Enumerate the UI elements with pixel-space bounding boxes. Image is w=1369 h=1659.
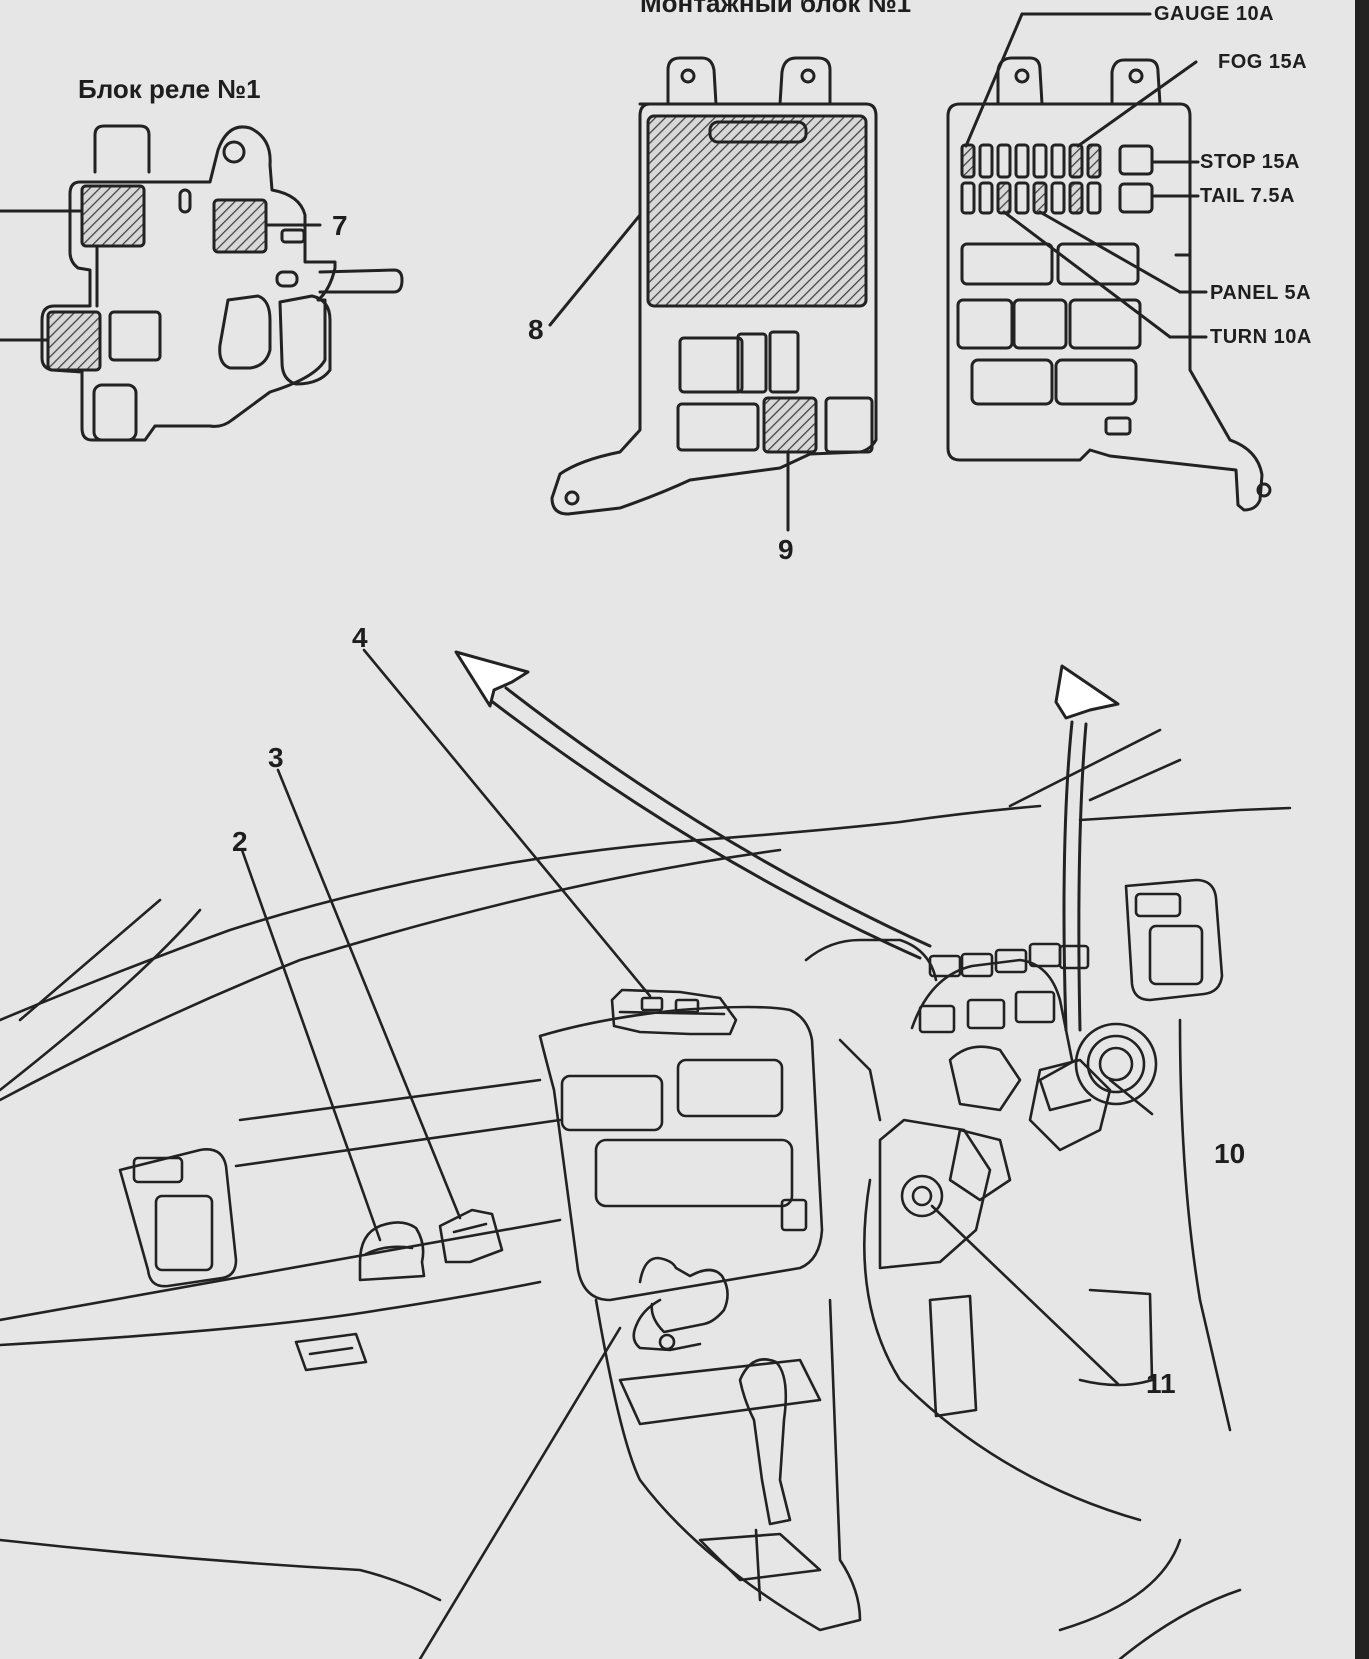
relay-block-drawing xyxy=(0,124,404,442)
callout-8: 8 xyxy=(528,314,544,345)
fuse-label-tail: TAIL 7.5A xyxy=(1200,185,1295,207)
callout-3: 3 xyxy=(268,742,284,773)
callout-9: 9 xyxy=(778,534,794,565)
callout-4: 4 xyxy=(352,622,368,653)
callout-10: 10 xyxy=(1214,1138,1246,1169)
callout-11: 11 xyxy=(1146,1368,1176,1399)
fuse-label-panel: PANEL 5A xyxy=(1210,282,1312,304)
junction-block-rear-drawing xyxy=(946,12,1272,512)
fuse-label-stop: STOP 15A xyxy=(1200,151,1300,173)
fuse-label-turn: TURN 10A xyxy=(1210,326,1312,348)
pointer-arrows xyxy=(454,650,1120,1032)
relay-block-title: Блок реле №1 xyxy=(78,74,261,104)
fuse-label-gauge: GAUGE 10A xyxy=(1154,3,1275,25)
fuse-label-fog: FOG 15A xyxy=(1218,51,1308,73)
junction-block-title: Монтажный блок №1 xyxy=(640,0,912,18)
page-edge-border xyxy=(1355,0,1369,1659)
junction-block-front-drawing xyxy=(548,56,878,532)
callout-7: 7 xyxy=(332,210,348,241)
dashboard-drawing xyxy=(0,648,1292,1659)
callout-2: 2 xyxy=(232,826,248,857)
